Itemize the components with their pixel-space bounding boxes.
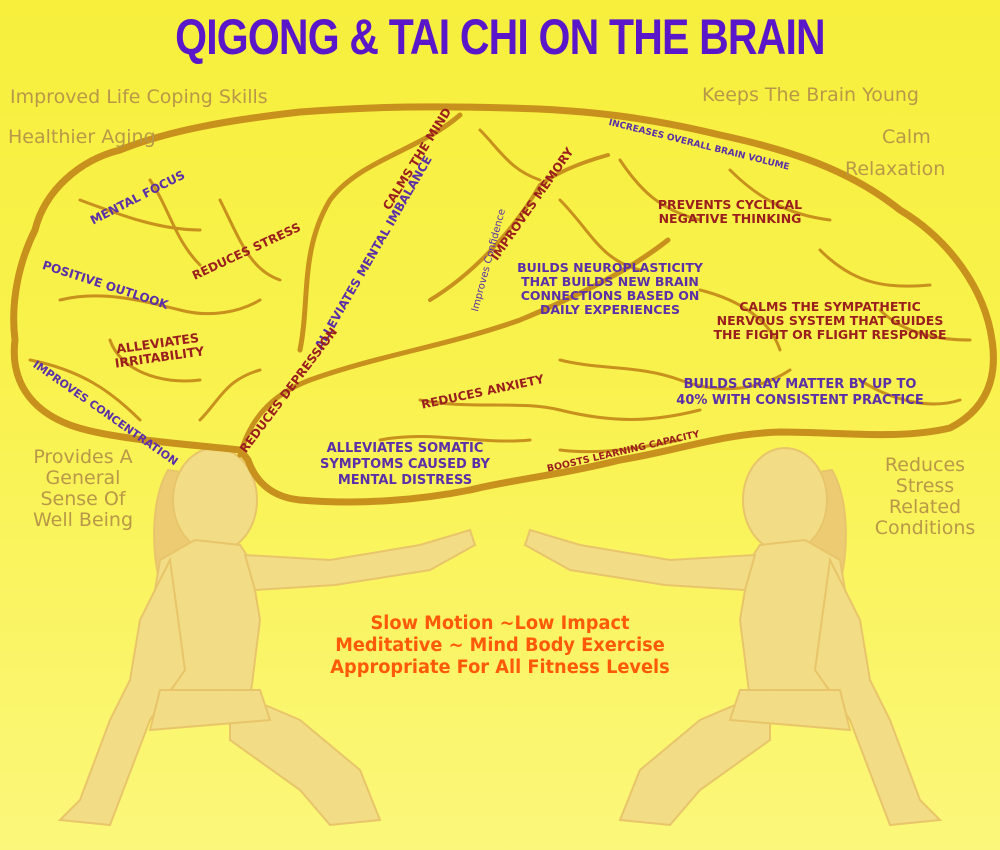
prevents-line: PREVENTS CYCLICAL xyxy=(657,197,803,212)
reduces-stress-related-line: Reduces xyxy=(884,454,966,476)
gray-matter-line: 40% WITH CONSISTENT PRACTICE xyxy=(676,393,924,408)
reduces-stress-related-line: Related xyxy=(888,496,962,518)
sympathetic-line: THE FIGHT OR FLIGHT RESPONSE xyxy=(713,327,947,342)
side-label-calm: Calm xyxy=(882,126,931,148)
somatic-line: ALLEVIATES SOMATIC xyxy=(326,441,484,456)
bottom-benefits-text: Slow Motion ~Low Impact Meditative ~ Min… xyxy=(250,613,750,679)
side-label-reduces-stress-related: Reduces Stress Related Conditions xyxy=(850,455,1000,539)
side-label-healthier-aging: Healthier Aging xyxy=(8,126,156,148)
well-being-line: Well Being xyxy=(32,509,134,531)
gray-matter-line: BUILDS GRAY MATTER BY UP TO xyxy=(683,377,917,392)
brain-outline xyxy=(10,103,997,506)
neuroplasticity-line: THAT BUILDS NEW BRAIN xyxy=(521,274,699,289)
prevents-line: NEGATIVE THINKING xyxy=(658,211,802,226)
bottom-line: Meditative ~ Mind Body Exercise xyxy=(335,635,665,656)
label-somatic: ALLEVIATES SOMATIC SYMPTOMS CAUSED BY ME… xyxy=(290,441,520,489)
label-prevents-cyclical: PREVENTS CYCLICAL NEGATIVE THINKING xyxy=(640,198,820,226)
well-being-line: Provides A xyxy=(33,446,133,468)
neuroplasticity-line: BUILDS NEUROPLASTICITY xyxy=(517,260,703,275)
well-being-line: Sense Of xyxy=(40,488,126,510)
right-figure xyxy=(523,447,943,827)
somatic-line: SYMPTOMS CAUSED BY xyxy=(320,457,490,472)
side-label-relaxation: Relaxation xyxy=(845,158,946,180)
neuroplasticity-line: DAILY EXPERIENCES xyxy=(540,302,680,317)
bottom-line: Slow Motion ~Low Impact xyxy=(370,613,630,634)
side-label-keeps-young: Keeps The Brain Young xyxy=(702,84,919,106)
left-figure xyxy=(57,447,477,827)
label-gray-matter: BUILDS GRAY MATTER BY UP TO 40% WITH CON… xyxy=(640,377,960,409)
side-label-well-being: Provides A General Sense Of Well Being xyxy=(8,447,158,531)
sympathetic-line: NERVOUS SYSTEM THAT GUIDES xyxy=(716,313,944,328)
neuroplasticity-line: CONNECTIONS BASED ON xyxy=(520,288,700,303)
label-calms-sympathetic: CALMS THE SYMPATHETIC NERVOUS SYSTEM THA… xyxy=(690,300,970,342)
bottom-line: Appropriate For All Fitness Levels xyxy=(330,657,670,678)
somatic-line: MENTAL DISTRESS xyxy=(337,473,473,488)
side-label-improved-coping: Improved Life Coping Skills xyxy=(10,86,268,108)
sympathetic-line: CALMS THE SYMPATHETIC xyxy=(739,299,921,314)
reduces-stress-related-line: Conditions xyxy=(874,517,976,539)
reduces-stress-related-line: Stress xyxy=(895,475,955,497)
well-being-line: General xyxy=(45,467,121,489)
label-neuroplasticity: BUILDS NEUROPLASTICITY THAT BUILDS NEW B… xyxy=(495,261,725,317)
page-title: QIGONG & TAI CHI ON THE BRAIN xyxy=(175,9,826,65)
